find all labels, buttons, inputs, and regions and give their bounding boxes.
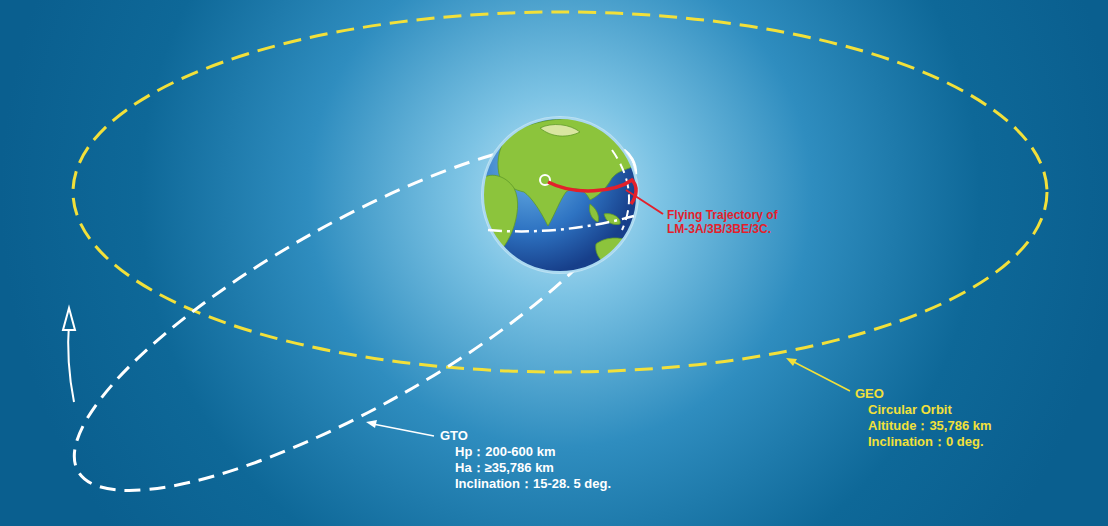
orbit-altitude: Altitude：35,786 km [868, 418, 992, 434]
orbit-inclination: Inclination：15-28. 5 deg. [455, 476, 611, 492]
arrow-head [63, 308, 75, 330]
earth [480, 116, 645, 274]
apogee-altitude: Ha：≥35,786 km [455, 460, 554, 476]
gto-leader [373, 424, 434, 436]
geo-leader-head [786, 358, 797, 366]
trajectory-label: Flying Trajectory of LM-3A/3B/3BE/3C. [667, 208, 799, 237]
gto-orbit [33, 79, 677, 526]
launch-trajectory [548, 180, 636, 204]
gto-front-arc [488, 216, 634, 231]
orbit-name: GTO [440, 428, 468, 444]
orbit-note: Circular Orbit [868, 402, 952, 418]
geo-leader [792, 361, 850, 391]
geo-orbit [73, 12, 1047, 372]
gto-leader-head [366, 420, 377, 428]
direction-arrow [68, 322, 74, 402]
orbit-name: GEO [855, 386, 884, 402]
orbit-inclination: Inclination：0 deg. [868, 434, 984, 450]
trajectory-leader [626, 190, 663, 214]
perigee-altitude: Hp：200-600 km [455, 444, 555, 460]
